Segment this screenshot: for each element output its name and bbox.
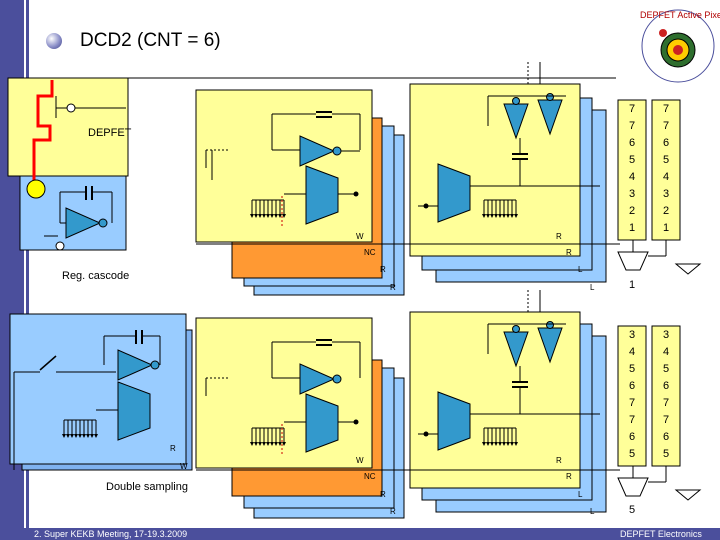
bottom-right-cell: 7 [662,397,670,409]
top-left-cell: 4 [628,171,636,183]
top-l-low-label: L [590,283,595,292]
top-w-label: W [356,232,364,241]
depfet-logo-icon: DEPFET Active Pixel Detector [640,9,720,83]
bottom-right-cell: 3 [662,329,670,341]
depfet-panel [7,77,129,177]
bottom-r-left-label: R [556,456,562,465]
top-right-cell: 3 [662,188,670,200]
logo-text: DEPFET Active Pixel Detector [640,10,720,20]
bottom-column-right-bg [651,325,681,467]
top-analog-panel [195,89,373,243]
top-column-left-bg [617,99,647,241]
bottom-left-cell: 5 [628,363,636,375]
top-left-cell: 1 [628,222,636,234]
bottom-left-cell: 3 [628,329,636,341]
top-r-low-label: R [390,283,396,292]
bottom-left-cell: 7 [628,414,636,426]
top-r-right-label: R [566,248,572,257]
left-sidebar-line [26,0,29,540]
depfet-node-icon [26,179,46,199]
slide-title: DCD2 (CNT = 6) [80,30,221,51]
bottom-right-cell: 6 [662,431,670,443]
bottom-l-low-label: L [590,507,595,516]
bottom-left-cell: 5 [628,448,636,460]
bottom-right-cell: 5 [662,363,670,375]
bottom-left-cell: 4 [628,346,636,358]
bottom-r-mid-label: R [380,490,386,499]
top-left-cell: 7 [628,103,636,115]
bottom-right-cell: 7 [662,414,670,426]
top-right-cell: 2 [662,205,670,217]
top-left-cell: 5 [628,154,636,166]
top-r-mid-label: R [380,265,386,274]
title-bullet-icon [46,33,62,49]
ds-w-label: W [180,462,188,471]
top-right-cell: 5 [662,154,670,166]
bottom-left-cell: 7 [628,397,636,409]
depfet-wire [32,80,54,186]
bottom-left-cell: 6 [628,380,636,392]
double-sampling-panel [9,313,187,465]
bottom-r-low-label: R [390,507,396,516]
top-l-label: L [578,265,583,274]
bottom-mux-output: 5 [628,504,636,516]
top-left-cell: 7 [628,120,636,132]
top-right-cell: 7 [662,120,670,132]
top-nc-label: NC [364,248,376,257]
bottom-column-left-bg [617,325,647,467]
top-mux-icon [617,251,649,271]
bottom-nc-label: NC [364,472,376,481]
ds-r-label: R [170,444,176,453]
bottom-r-right-label: R [566,472,572,481]
depfet-label: DEPFET [88,127,132,139]
footer-bar [0,528,720,540]
top-left-cell: 2 [628,205,636,217]
top-right-cell: 6 [662,137,670,149]
bottom-right-cell: 4 [662,346,670,358]
top-right-cell: 7 [662,103,670,115]
bottom-right-cell: 5 [662,448,670,460]
top-right-cell: 4 [662,171,670,183]
top-left-cell: 6 [628,137,636,149]
bottom-mux-icon [617,477,649,497]
reg-cascode-label: Reg. cascode [62,270,130,282]
top-mux-output: 1 [628,279,636,291]
bottom-w-label: W [356,456,364,465]
bottom-left-cell: 6 [628,431,636,443]
double-sampling-label: Double sampling [106,481,188,493]
bottom-right-cell: 6 [662,380,670,392]
bottom-l-label: L [578,490,583,499]
top-r-left-label: R [556,232,562,241]
footer-left-text: 2. Super KEKB Meeting, 17-19.3.2009 [34,529,188,539]
footer-right-text: DEPFET Electronics [620,529,702,539]
top-left-cell: 3 [628,188,636,200]
top-right-cell: 1 [662,222,670,234]
